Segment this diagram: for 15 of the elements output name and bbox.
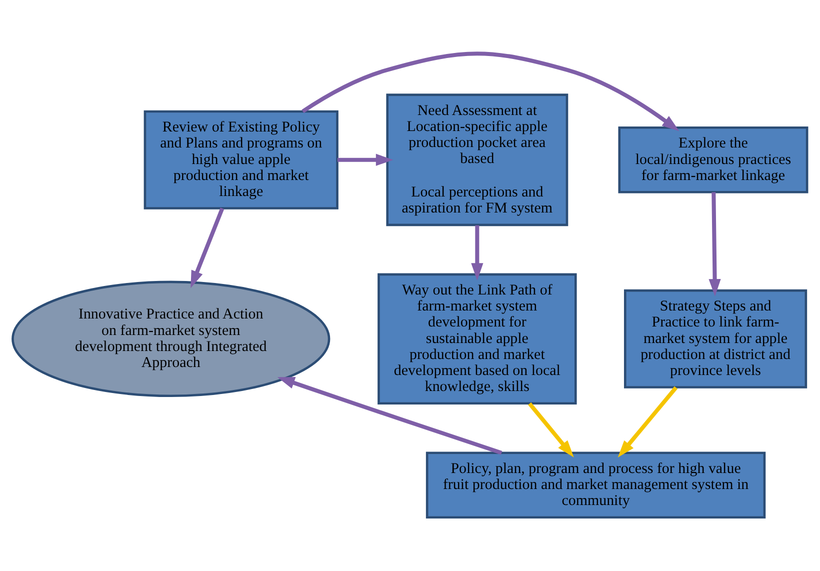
node-ellipse: Innovative Practice and Action on farm-market system development through Integrated Approach — [12, 280, 330, 398]
arrow — [190, 208, 224, 288]
arrow — [618, 386, 678, 458]
node-box: Explore the local/indigenous practices for farm-market linkage — [618, 126, 808, 194]
arrow — [471, 225, 484, 280]
node-box: Need Assessment at Location-specific apple production pocket area based Local perceptions and aspiration for FM system — [386, 94, 568, 226]
arrow — [337, 154, 394, 166]
arrow — [302, 52, 680, 132]
node-box: Policy, plan, program and process for high value fruit production and market management system in community — [426, 452, 766, 519]
arrow — [277, 377, 502, 455]
arrow — [528, 402, 574, 458]
node-box: Review of Existing Policy and Plans and programs on high value apple production and market linkage — [144, 110, 338, 210]
node-box: Strategy Steps and Practice to link farm-market system for apple production at district and province levels — [624, 289, 808, 388]
arrow — [708, 192, 721, 296]
node-box: Way out the Link Path of farm-market system development for sustainable apple production and market development based on local knowledge, skills — [378, 273, 577, 405]
